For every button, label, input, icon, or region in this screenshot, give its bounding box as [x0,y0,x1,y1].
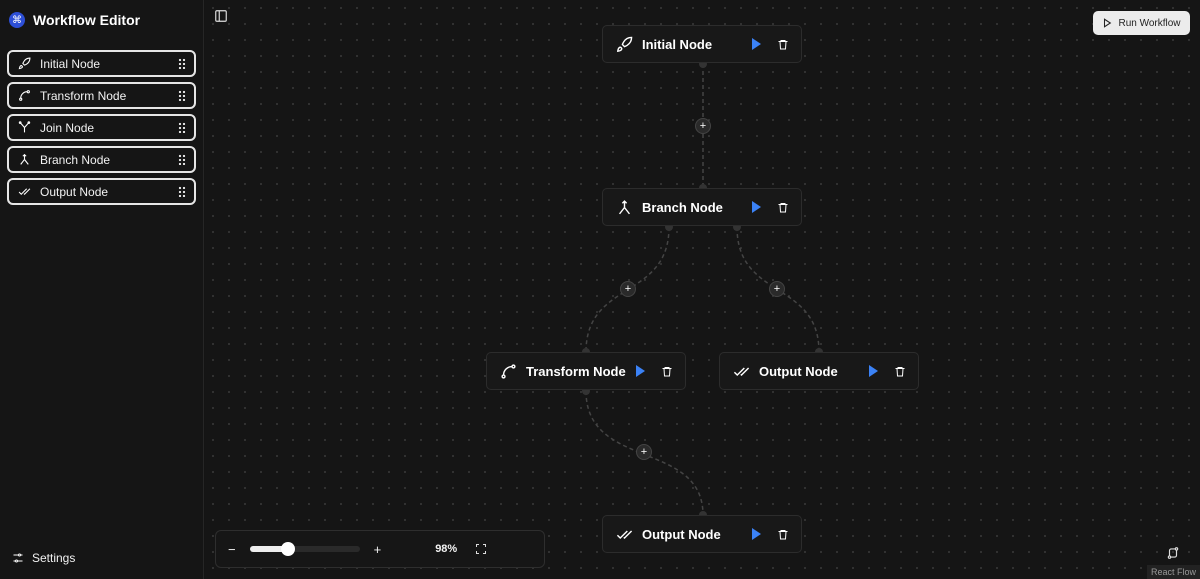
source-handle[interactable] [665,223,673,231]
add-node-button[interactable]: + [695,118,711,134]
trash-icon[interactable] [777,528,789,541]
palette-item-output[interactable]: Output Node [7,178,196,205]
merge-icon [17,121,31,134]
trash-icon[interactable] [777,201,789,214]
source-handle[interactable] [699,60,707,68]
check-check-icon [17,185,31,198]
play-outline-icon [1104,18,1112,28]
settings-button[interactable]: Settings [12,551,75,565]
check-check-icon [615,526,633,543]
zoom-slider[interactable] [249,542,360,556]
add-node-button[interactable]: + [636,444,652,460]
zoom-out-button[interactable]: − [228,541,236,557]
drag-handle-icon[interactable] [178,90,186,101]
spline-icon [17,89,31,102]
play-icon[interactable] [752,201,761,213]
trash-icon[interactable] [777,38,789,51]
rocket-icon [17,57,31,70]
palette-item-initial[interactable]: Initial Node [7,50,196,77]
play-icon[interactable] [752,528,761,540]
sidebar-toggle-button[interactable] [214,9,228,23]
brand: ⌘ Workflow Editor [9,12,140,28]
flow-node-output[interactable]: Output Node [602,515,802,553]
spline-icon [499,363,517,380]
trash-icon[interactable] [661,365,673,378]
check-check-icon [732,363,750,380]
palette-item-branch[interactable]: Branch Node [7,146,196,173]
fit-view-button[interactable] [475,543,487,555]
attribution[interactable]: React Flow [1146,565,1200,579]
trash-icon[interactable] [894,365,906,378]
zoom-in-button[interactable]: + [373,541,382,557]
drag-handle-icon[interactable] [178,186,186,197]
source-handle[interactable] [733,223,741,231]
sidebar: ⌘ Workflow Editor Initial Node Transform… [0,0,204,579]
play-icon[interactable] [752,38,761,50]
react-flow-icon [1166,546,1180,560]
add-node-button[interactable]: + [769,281,785,297]
play-icon[interactable] [869,365,878,377]
rocket-icon [615,36,633,53]
palette-item-transform[interactable]: Transform Node [7,82,196,109]
drag-handle-icon[interactable] [178,122,186,133]
node-palette: Initial Node Transform Node Join Node Br… [7,50,196,210]
play-icon[interactable] [636,365,645,377]
zoom-controls: − + 98% [215,530,545,568]
flow-node-branch[interactable]: Branch Node [602,188,802,226]
add-node-button[interactable]: + [620,281,636,297]
zoom-level: 98% [435,543,458,555]
drag-handle-icon[interactable] [178,154,186,165]
flow-node-initial[interactable]: Initial Node [602,25,802,63]
palette-item-join[interactable]: Join Node [7,114,196,141]
split-icon [615,199,633,216]
flow-canvas[interactable] [205,0,1200,579]
flow-node-transform[interactable]: Transform Node [486,352,686,390]
zoom-slider-knob[interactable] [280,542,295,556]
flow-node-output[interactable]: Output Node [719,352,919,390]
maximize-icon [476,544,487,554]
source-handle[interactable] [582,387,590,395]
drag-handle-icon[interactable] [178,58,186,69]
command-icon: ⌘ [9,12,25,28]
run-workflow-button[interactable]: Run Workflow [1093,11,1190,35]
panel-left-icon [215,10,227,22]
app-title: Workflow Editor [33,12,141,28]
split-icon [17,153,31,166]
sliders-icon [12,552,24,564]
